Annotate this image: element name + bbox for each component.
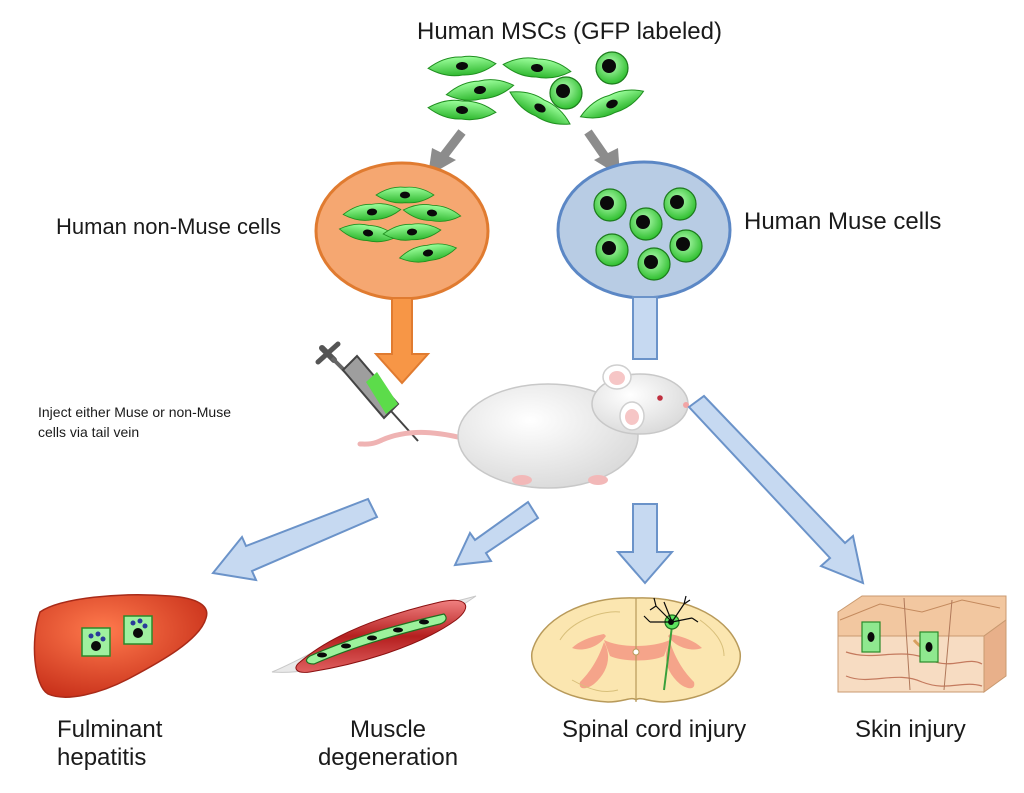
source-label: Human MSCs (GFP labeled) bbox=[417, 18, 722, 45]
liver-cell-marker bbox=[81, 627, 111, 657]
target-muscle-label: Muscle degeneration bbox=[300, 716, 476, 771]
target-liver-label: Fulminant hepatitis bbox=[57, 716, 162, 771]
muscle-illustration bbox=[271, 595, 477, 673]
skin-illustration bbox=[837, 595, 1007, 693]
target-skin-label: Skin injury bbox=[855, 716, 966, 743]
msc-cell-cluster bbox=[426, 51, 648, 133]
mouse-illustration bbox=[357, 364, 689, 489]
injection-note: Inject either Muse or non-Muse cells via… bbox=[38, 402, 338, 443]
muse-label: Human Muse cells bbox=[744, 208, 942, 235]
non-muse-label: Human non-Muse cells bbox=[56, 214, 281, 239]
injection-note-line-2: cells via tail vein bbox=[38, 424, 140, 441]
syringe-icon bbox=[315, 341, 419, 442]
arrow-to-liver bbox=[211, 497, 379, 582]
target-muscle-label-line-1: Muscle bbox=[349, 716, 427, 743]
skin-cell-marker bbox=[919, 631, 939, 663]
muse-down-stem bbox=[632, 296, 658, 360]
arrow-to-spinal-cord bbox=[615, 503, 675, 585]
arrow-to-muscle bbox=[453, 500, 540, 567]
target-liver-label-line-2: hepatitis bbox=[57, 743, 147, 771]
skin-cell-marker bbox=[861, 621, 881, 653]
muscle-fiber-marker bbox=[305, 613, 447, 665]
neuron-marker bbox=[643, 595, 699, 691]
target-liver-label-line-1: Fulminant bbox=[57, 716, 163, 743]
liver-illustration bbox=[33, 594, 208, 698]
arrow-to-skin bbox=[687, 394, 865, 585]
non-muse-cell-circle bbox=[314, 161, 490, 301]
muse-cell-circle bbox=[556, 160, 732, 300]
target-spinal-label: Spinal cord injury bbox=[562, 716, 747, 743]
injection-note-line-1: Inject either Muse or non-Muse bbox=[38, 404, 231, 420]
non-muse-down-arrow bbox=[373, 297, 431, 385]
target-muscle-label-line-2: degeneration bbox=[317, 743, 459, 771]
spinal-cord-illustration bbox=[531, 595, 741, 703]
liver-cell-marker bbox=[123, 615, 153, 645]
